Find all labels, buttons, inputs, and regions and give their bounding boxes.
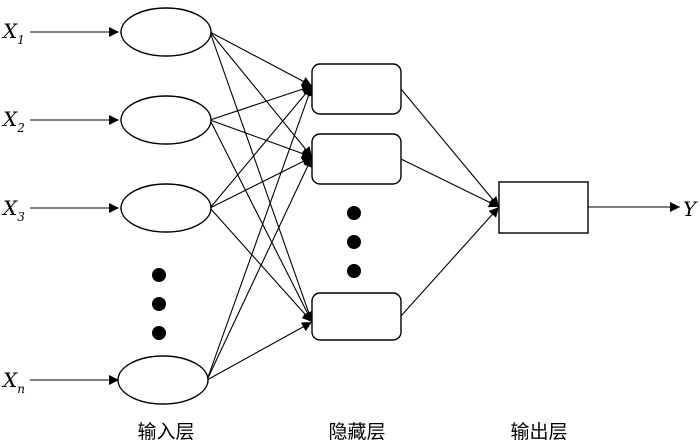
output-node	[498, 181, 589, 234]
ellipsis-dot	[347, 206, 361, 220]
input-label-2: X2	[1, 107, 25, 135]
ellipsis-dot	[152, 268, 166, 282]
input-layer	[117, 7, 212, 405]
input-hidden-connection	[209, 85, 313, 209]
input-label-n: Xn	[1, 368, 25, 396]
input-hidden-connection	[209, 31, 313, 158]
input-hidden-connection	[206, 156, 313, 381]
hidden-layer-label: 隐藏层	[328, 421, 385, 443]
input-hidden-connection	[209, 31, 313, 87]
input-labels: X1 X2 X3 Xn	[1, 19, 25, 396]
connections	[30, 27, 680, 385]
input-node-1	[120, 7, 212, 57]
input-node-3	[120, 183, 212, 233]
ellipsis-dot	[347, 235, 361, 249]
input-hidden-connection	[206, 321, 313, 381]
hidden-output-connection	[400, 206, 500, 317]
input-node-n	[117, 355, 209, 405]
hidden-output-connection	[400, 158, 500, 208]
ellipsis-dot	[347, 264, 361, 278]
input-label-1: X1	[1, 19, 25, 47]
output-layer-label: 输出层	[510, 421, 567, 443]
ellipsis-dot	[152, 297, 166, 311]
input-hidden-connection	[209, 119, 313, 323]
input-hidden-connection	[209, 156, 313, 209]
input-hidden-connection	[209, 119, 313, 159]
hidden-node-1	[311, 63, 402, 115]
hidden-output-connection	[400, 88, 500, 208]
output-label: Y	[683, 197, 698, 221]
hidden-layer	[311, 63, 402, 341]
input-layer-label: 输入层	[137, 421, 194, 443]
input-hidden-connection	[206, 85, 314, 381]
input-hidden-connection	[209, 31, 314, 323]
hidden-node-m	[311, 292, 402, 341]
input-label-3: X3	[1, 196, 25, 224]
input-hidden-connection	[209, 84, 313, 121]
ellipsis-dot	[152, 326, 166, 340]
input-node-2	[120, 95, 212, 145]
hidden-node-2	[311, 133, 402, 185]
